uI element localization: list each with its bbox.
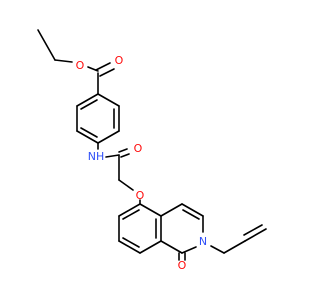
bond-ring3-b bbox=[181, 203, 204, 217]
bond-ethyl-ch2-o bbox=[54, 59, 73, 63]
bond-ring2-c bbox=[139, 240, 162, 254]
atom-o-amide: O bbox=[134, 142, 143, 155]
atom-nh-amide: NH bbox=[88, 150, 105, 163]
atom-labels: O O NH O O N O bbox=[76, 54, 207, 272]
bond-ring1-a bbox=[97, 93, 120, 107]
bond-ester-carbonyl-2 bbox=[99, 68, 115, 77]
bond-ring1-f bbox=[76, 93, 99, 107]
atom-n-ring: N bbox=[199, 235, 207, 248]
chemical-structure: O O NH O O N O bbox=[37, 29, 267, 272]
bond-ethyl-ch3 bbox=[37, 29, 56, 61]
bond-amide-co-1 bbox=[118, 148, 128, 153]
bonds bbox=[37, 29, 267, 261]
bond-ring3-a bbox=[160, 203, 183, 217]
bond-allyl-2 bbox=[244, 228, 267, 242]
bond-ring3-e bbox=[160, 240, 183, 254]
bond-ring2-f-inner bbox=[122, 209, 140, 220]
bond-n-carbonyl bbox=[105, 154, 120, 158]
atom-o-ether: O bbox=[136, 189, 145, 202]
bond-ring2-d bbox=[118, 240, 141, 254]
bond-ring1-f-inner bbox=[80, 99, 98, 110]
bond-allyl-2-inner bbox=[243, 224, 263, 236]
bond-n-allyl bbox=[210, 245, 225, 254]
bond-ring2-a bbox=[139, 203, 162, 217]
bond-ch2-o bbox=[118, 179, 134, 191]
bond-ring1-d-inner bbox=[80, 127, 98, 138]
bond-ring1-d bbox=[76, 130, 99, 144]
atom-o-lactam: O bbox=[178, 259, 187, 272]
bond-ring3-b-inner bbox=[182, 209, 200, 220]
bond-ring2-f bbox=[118, 203, 141, 217]
bond-ring2-d-inner bbox=[122, 237, 140, 248]
bond-allyl-1 bbox=[223, 240, 246, 254]
bond-ester-carbonyl-1 bbox=[95, 62, 111, 71]
atom-o-ester: O bbox=[76, 59, 85, 72]
bond-ring1-c bbox=[97, 130, 120, 144]
bond-amide-co-2 bbox=[120, 153, 130, 158]
atom-o-ester-carbonyl: O bbox=[115, 54, 124, 67]
bond-ring3-d bbox=[181, 246, 197, 254]
